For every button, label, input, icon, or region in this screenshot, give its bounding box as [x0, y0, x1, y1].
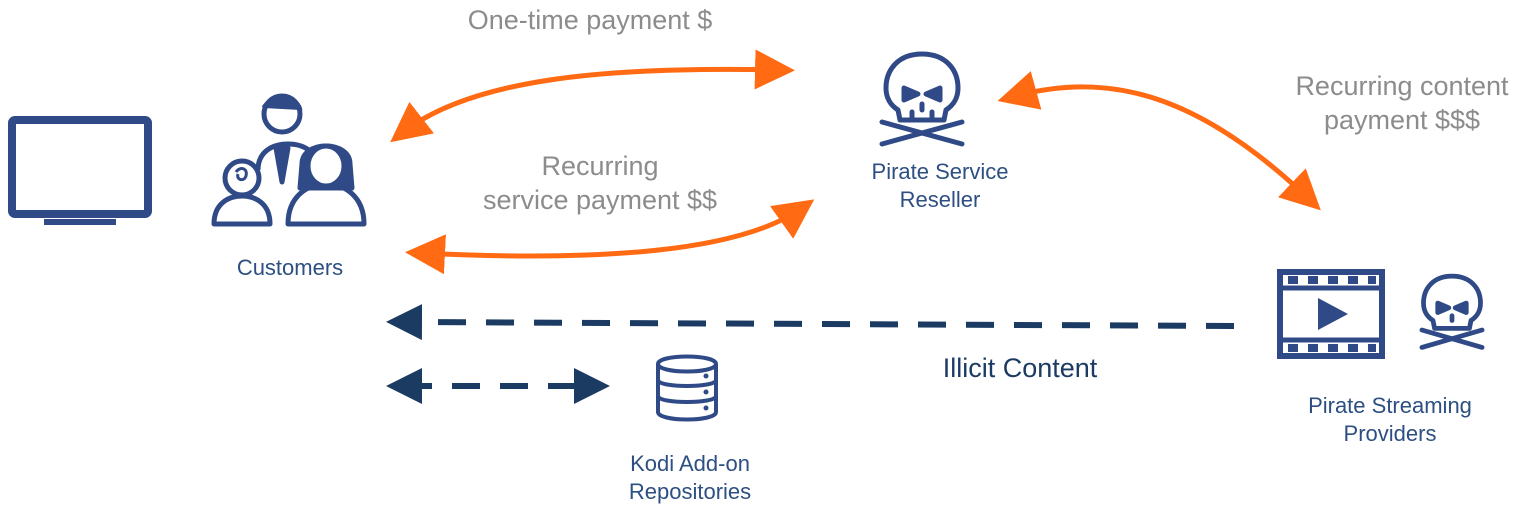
reseller-label: Pirate Service Reseller	[830, 158, 1050, 213]
one-time-payment-arrow	[390, 49, 795, 143]
illicit-content-arrow	[386, 304, 1235, 341]
kodi-line2: Repositories	[628, 478, 752, 504]
recurring-service-line2: service payment $$	[482, 184, 718, 215]
reseller-line1: Pirate Service	[871, 159, 1009, 184]
recurring-content-payment-arrow	[997, 71, 1321, 211]
skull-crossbones-icon	[1419, 273, 1485, 350]
kodi-line1: Kodi Add-on	[630, 451, 750, 476]
recurring-content-line2: payment $$$	[1323, 104, 1481, 135]
people-group-icon	[211, 93, 367, 227]
streaming-line1: Pirate Streaming	[1308, 393, 1472, 418]
recurring-content-payment-label: Recurring content payment $$$	[1262, 70, 1532, 138]
customers-label: Customers	[236, 255, 344, 280]
streaming-providers-label: Pirate Streaming Providers	[1270, 392, 1510, 447]
skull-crossbones-icon	[879, 51, 965, 147]
recurring-content-line1: Recurring content	[1295, 71, 1509, 101]
one-time-payment-label: One-time payment $	[467, 5, 713, 35]
recurring-service-payment-arrow	[405, 199, 815, 275]
streaming-line2: Providers	[1343, 420, 1437, 446]
recurring-service-line1: Recurring	[541, 151, 659, 181]
database-icon	[656, 354, 718, 422]
kodi-repositories-label: Kodi Add-on Repositories	[590, 450, 790, 505]
reseller-line2: Reseller	[899, 186, 981, 212]
recurring-service-payment-label: Recurring service payment $$	[430, 150, 770, 218]
monitor-icon	[8, 116, 152, 225]
illicit-content-label: Illicit Content	[942, 353, 1098, 383]
film-strip-icon	[1277, 269, 1385, 359]
